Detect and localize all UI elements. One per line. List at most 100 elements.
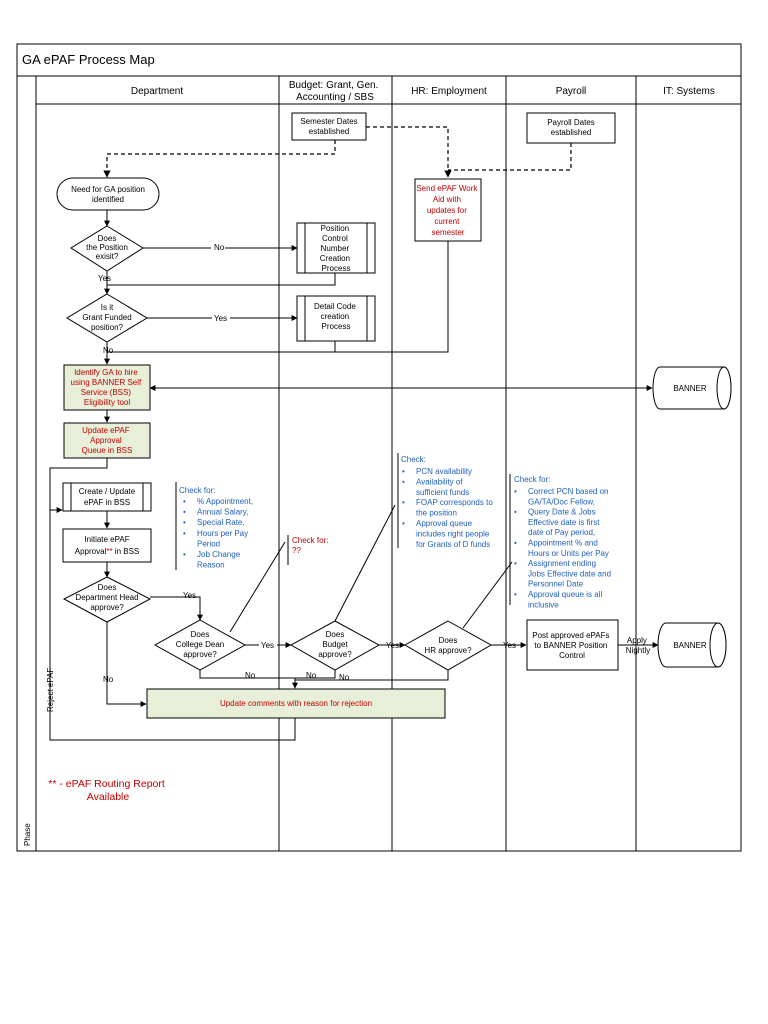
lane-header-department: Department [131, 86, 183, 97]
dept-check-item-text: % Appointment, [197, 497, 253, 506]
svg-text:Identify GA to hire usin: Identify GA to hire using BANNER Self Se… [71, 368, 144, 407]
dept-check-item-bullet: • [183, 508, 186, 517]
svg-text:Check:: Check: [401, 455, 426, 464]
dept-check-item-bullet: • [183, 497, 186, 506]
payroll-check-item-bullet: • [514, 539, 517, 548]
dept-check-item-text: Special Rate, [197, 518, 245, 527]
payroll-check-item-text: Personnel Date [528, 580, 584, 589]
svg-text:Update comments with reason fo: Update comments with reason for rejectio… [220, 699, 372, 708]
svg-text:Yes: Yes [98, 274, 111, 283]
lane-header-payroll: Payroll [556, 86, 587, 97]
pcn-creation-process: Position Control Number Creation Process [296, 222, 376, 274]
update-queue-node: Update ePAF Approval Queue in BSS [63, 422, 151, 459]
payroll-check-item-text: Approval queue is all [528, 590, 602, 599]
svg-text:BANNER: BANNER [673, 384, 707, 393]
svg-text:Approval** in BSS: Approval** in BSS [75, 547, 140, 556]
svg-text:No: No [306, 671, 317, 680]
payroll-check-item-bullet: • [514, 487, 517, 496]
page-title: GA ePAF Process Map [22, 52, 155, 67]
dept-check-item-text: Job Change [197, 550, 241, 559]
payroll-check-item-text: GA/TA/Doc Fellow, [528, 497, 595, 506]
hr-check-note: Check: • PCN availability • Availability of… [397, 453, 493, 549]
routing-report-note: ** - ePAF Routing Report Available [48, 778, 167, 803]
payroll-check-note: Check for: • Correct PCN based onGA/TA/Do… [509, 474, 611, 609]
payroll-check-item-text: Assignment ending [528, 559, 596, 568]
dashed-connectors [103, 126, 572, 178]
svg-text:Check for:: Check for: [292, 536, 328, 545]
svg-text:Yes: Yes [503, 641, 516, 650]
svg-text:Initiate ePAF: Initiate ePAF [84, 535, 129, 544]
dean-check-note: Check for: ?? [287, 535, 328, 565]
hr-check-item-text: PCN availability [416, 467, 472, 476]
svg-text:Position Control N: Position Control Number Creation Process [320, 224, 352, 273]
svg-text:Yes: Yes [386, 641, 399, 650]
dept-check-item-text: Reason [197, 561, 225, 570]
hr-check-item-bullet: • [402, 477, 405, 486]
dept-check-item-bullet: • [183, 529, 186, 538]
hr-check-item-text: for Grants of D funds [416, 540, 490, 549]
dept-check-item-text: Period [197, 539, 220, 548]
hr-check-item-text: sufficient funds [416, 488, 469, 497]
payroll-check-item-bullet: • [514, 559, 517, 568]
dept-check-item-text: Hours per Pay [197, 529, 248, 538]
send-epaf-node: Send ePAF Work Aid with updates for curr… [414, 178, 482, 242]
lane-header-hr: HR: Employment [411, 86, 487, 97]
dept-check-item-text: Annual Salary, [197, 508, 248, 517]
detail-code-process: Detail Code creation Process [296, 295, 376, 342]
svg-text:No: No [214, 243, 225, 252]
banner-database-2: BANNER [657, 622, 727, 668]
payroll-check-item-text: Effective date is first [528, 518, 600, 527]
hr-check-item-text: FOAP corresponds to [416, 498, 493, 507]
payroll-check-item-bullet: • [514, 590, 517, 599]
payroll-check-item-text: date of Pay period, [528, 528, 595, 537]
svg-text:No: No [103, 675, 114, 684]
hr-check-item-bullet: • [402, 498, 405, 507]
hr-check-item-text: Availability of [416, 477, 463, 486]
svg-text:Yes: Yes [261, 641, 274, 650]
svg-text:Yes: Yes [183, 591, 196, 600]
payroll-check-item-text: Jobs Effective date and [528, 569, 611, 578]
dept-check-item-bullet: • [183, 518, 186, 527]
svg-text:Check for:: Check for: [514, 475, 550, 484]
svg-text:Detail Code creation: Detail Code creation Process [314, 302, 358, 331]
svg-text:No: No [103, 346, 114, 355]
post-epafs-node: Post approved ePAFs to BANNER Position C… [526, 619, 619, 671]
hr-check-item-bullet: • [402, 519, 405, 528]
payroll-check-item-text: Appointment % and [528, 539, 598, 548]
lane-header-budget: Budget: Grant, Gen. Accounting / SBS [289, 80, 381, 103]
payroll-check-item-bullet: • [514, 508, 517, 517]
payroll-check-item-text: inclusive [528, 600, 559, 609]
lane-header-it: IT: Systems [663, 86, 715, 97]
apply-nightly-label: Apply Nightly [626, 636, 650, 655]
phase-label: Phase [23, 823, 32, 846]
flow-connectors [49, 210, 659, 741]
hr-check-item-text: Approval queue [416, 519, 473, 528]
payroll-check-item-text: Correct PCN based on [528, 487, 608, 496]
svg-text:Post approved ePAFs to B: Post approved ePAFs to BANNER Position C… [532, 631, 611, 660]
hr-check-item-bullet: • [402, 467, 405, 476]
initiate-epaf-node: Initiate ePAF Approval** in BSS [62, 528, 152, 563]
identify-ga-node: Identify GA to hire using BANNER Self Se… [63, 364, 151, 411]
dept-check-note: Check for: • % Appointment, • Annual Salary… [175, 482, 253, 570]
swimlane-frame [16, 43, 742, 852]
update-comments-node: Update comments with reason for rejectio… [146, 688, 446, 719]
hr-check-item-text: the position [416, 509, 457, 518]
svg-text:No: No [245, 671, 256, 680]
svg-text:Check for:: Check for: [179, 486, 215, 495]
banner-database-1: BANNER [652, 366, 732, 410]
reject-epaf-label: Reject ePAF [46, 668, 55, 712]
